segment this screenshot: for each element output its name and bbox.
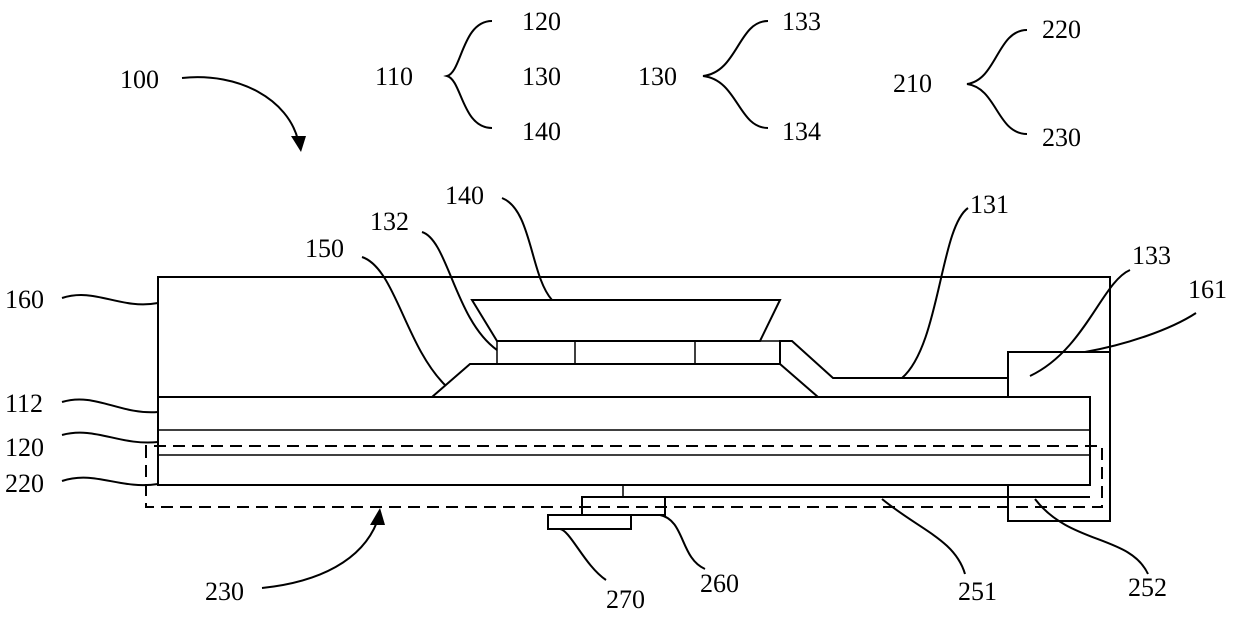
- leader-260: [660, 515, 705, 569]
- group3-brace: [967, 30, 1027, 134]
- leader-112: [62, 399, 158, 412]
- leader-132: [422, 232, 497, 350]
- group2-child-2: 134: [782, 117, 821, 146]
- leader-220: [62, 478, 158, 486]
- leader-161: [1085, 313, 1196, 352]
- group2-parent: 130: [638, 62, 677, 91]
- label-260: 260: [700, 569, 739, 598]
- leader-160: [62, 295, 158, 304]
- conductor-161-side: [1008, 352, 1110, 521]
- substrate-stack: [158, 397, 1090, 485]
- label-133: 133: [1132, 241, 1171, 270]
- group2-brace: [703, 21, 768, 128]
- pad-150: [432, 364, 818, 397]
- group1-brace: [447, 21, 492, 128]
- label-160: 160: [5, 285, 44, 314]
- label-132: 132: [370, 207, 409, 236]
- ref-100-arrow: [182, 77, 298, 140]
- trace-131: [780, 341, 1008, 378]
- group1-child-3: 140: [522, 117, 561, 146]
- label-161: 161: [1188, 275, 1227, 304]
- leader-120: [62, 433, 158, 443]
- conductor-161-top: [1008, 352, 1090, 397]
- group1-child-2: 130: [522, 62, 561, 91]
- leader-140: [502, 198, 552, 300]
- leader-230: [262, 522, 377, 588]
- group3-parent: 210: [893, 69, 932, 98]
- pad-270: [548, 515, 631, 529]
- leader-133: [1030, 270, 1130, 376]
- group3-child-1: 220: [1042, 15, 1081, 44]
- chip-140: [472, 300, 780, 341]
- group1-parent: 110: [375, 62, 413, 91]
- label-150: 150: [305, 234, 344, 263]
- label-140: 140: [445, 181, 484, 210]
- bump-row-132: [497, 341, 780, 364]
- label-230: 230: [205, 577, 244, 606]
- leader-252: [1035, 499, 1148, 574]
- leader-131: [902, 208, 968, 378]
- group3-child-2: 230: [1042, 123, 1081, 152]
- group1-child-1: 120: [522, 7, 561, 36]
- label-251: 251: [958, 577, 997, 606]
- leader-270: [560, 529, 606, 580]
- label-112: 112: [5, 389, 43, 418]
- label-270: 270: [606, 585, 645, 614]
- label-120: 120: [5, 433, 44, 462]
- label-220: 220: [5, 469, 44, 498]
- label-252: 252: [1128, 573, 1167, 602]
- group2-child-1: 133: [782, 7, 821, 36]
- label-131: 131: [970, 190, 1009, 219]
- trace-251: [582, 497, 1090, 507]
- arrowhead-230: [370, 508, 385, 525]
- ref-100-label: 100: [120, 65, 159, 94]
- ref-100-arrowhead: [291, 136, 306, 152]
- leader-251: [882, 499, 965, 574]
